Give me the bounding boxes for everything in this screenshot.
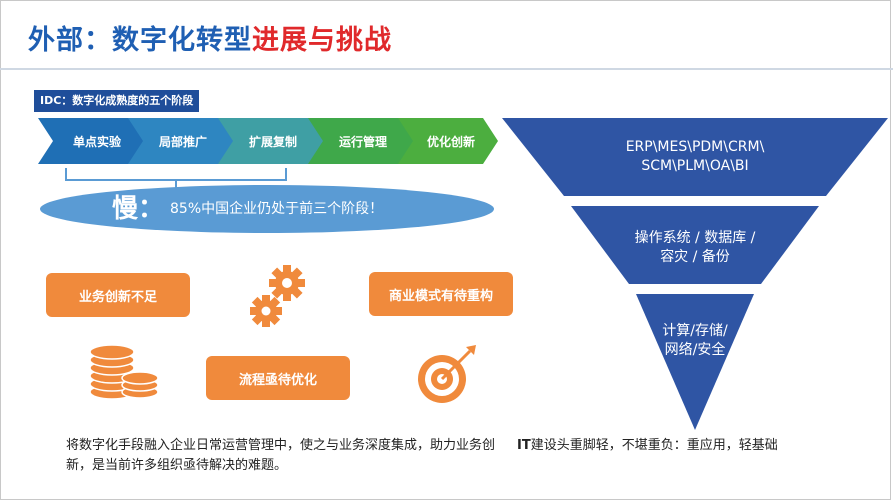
pyramid-level-2-text: 操作系统 / 数据库 / 容灾 / 备份 [600, 229, 790, 267]
stage-label-4: 运行管理 [338, 135, 387, 149]
gears-icon [250, 265, 305, 327]
challenge-business-innovation: 业务创新不足 [46, 273, 190, 317]
stage-chevron-2 [128, 118, 236, 164]
stage-chevron-1 [38, 118, 146, 164]
pyramid-level-3-label: 计算/存储/ 网络/安全 [662, 323, 728, 358]
stage-chevrons [38, 118, 498, 164]
challenge-process: 流程亟待优化 [206, 356, 350, 400]
challenge-business-model: 商业模式有待重构 [369, 272, 513, 316]
it-prefix: IT [517, 438, 531, 453]
slide-title: 外部：数字化转型进展与挑战 [28, 18, 392, 57]
it-statement: 建设头重脚轻，不堪重负：重应用，轻基础 [530, 438, 778, 453]
pyramid-level-1 [502, 118, 888, 196]
stage-chevron-3 [218, 118, 326, 164]
pyramid-level-1-text: ERP\MES\PDM\CRM\ SCM\PLM\OA\BI [570, 138, 820, 176]
pyramid-level-3 [636, 294, 754, 430]
idc-label: IDC：数字化成熟度的五个阶段 [34, 90, 200, 112]
stage-label-3: 扩展复制 [248, 135, 297, 149]
pyramid-level-2-label: 操作系统 / 数据库 / 容灾 / 备份 [634, 230, 756, 265]
pyramid-level-1-label: ERP\MES\PDM\CRM\ SCM\PLM\OA\BI [625, 139, 765, 174]
stage-label-2: 局部推广 [158, 135, 207, 149]
bottom-right-text: IT建设头重脚轻，不堪重负：重应用，轻基础 [517, 436, 778, 456]
title-part-1: 外部：数字化转型 [28, 25, 252, 56]
stage-chevron-4 [308, 118, 416, 164]
slow-ellipse [40, 185, 494, 233]
stage-label-5: 优化创新 [426, 135, 475, 149]
slow-text: 85%中国企业仍处于前三个阶段！ [170, 201, 384, 217]
pyramid-level-3-text: 计算/存储/ 网络/安全 [640, 322, 750, 360]
pyramid-level-2 [571, 206, 819, 284]
title-divider [0, 68, 893, 70]
slow-char: 慢： [112, 194, 165, 224]
coins-icon [89, 344, 159, 400]
bottom-left-text: 将数字化手段融入企业日常运营管理中，使之与业务深度集成，助力业务创新，是当前许多… [66, 438, 496, 473]
title-part-2: 进展与挑战 [252, 25, 392, 56]
stage-label-1: 单点实验 [72, 135, 121, 149]
it-pyramid [502, 118, 888, 430]
target-icon [418, 345, 476, 403]
stage-chevron-5 [398, 118, 498, 164]
